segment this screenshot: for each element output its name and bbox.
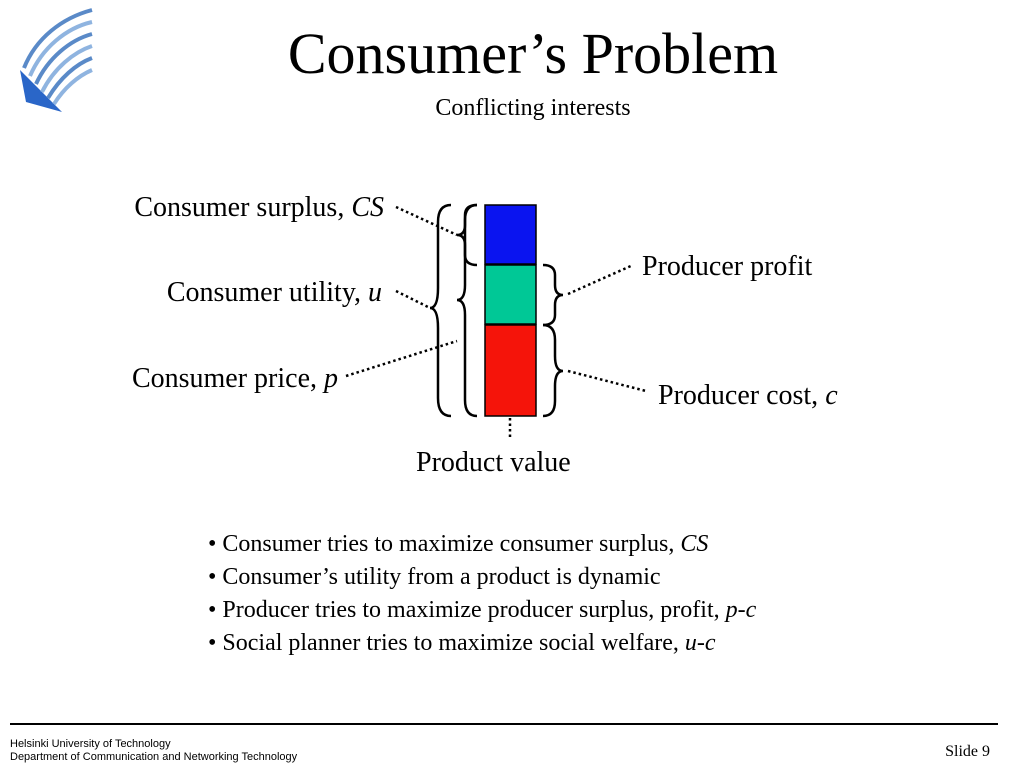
bullet-list: • Consumer tries to maximize consumer su… [208, 528, 756, 660]
leader-consumer-price [345, 339, 458, 378]
university-logo-icon [20, 8, 93, 112]
bullet-item: • Consumer’s utility from a product is d… [208, 564, 661, 590]
footer-department: Department of Communication and Networki… [10, 751, 298, 763]
footer-university: Helsinki University of Technology [10, 738, 171, 750]
label-consumer-utility: Consumer utility, u [166, 277, 382, 308]
label-consumer-surplus: Consumer surplus, CS [134, 192, 384, 223]
leader-producer-profit [567, 263, 634, 296]
brace-consumer-price [456, 203, 478, 418]
brace-producer-profit [542, 263, 564, 327]
label-producer-profit: Producer profit [642, 251, 813, 282]
page-subtitle: Conflicting interests [435, 95, 631, 121]
surplus-segment [484, 204, 537, 265]
leader-consumer-utility [395, 289, 431, 310]
label-product-value: Product value [416, 447, 571, 478]
leader-producer-cost [567, 369, 647, 393]
page-title: Consumer’s Problem [287, 21, 779, 86]
cost-segment [484, 324, 537, 417]
bullet-item: • Producer tries to maximize producer su… [208, 597, 757, 623]
label-producer-cost: Producer cost, c [658, 380, 838, 411]
bullet-item: • Consumer tries to maximize consumer su… [208, 531, 709, 557]
slide-number: Slide 9 [945, 743, 990, 760]
leader-consumer-surplus [395, 205, 458, 237]
footer-divider [10, 723, 998, 725]
profit-segment [484, 264, 537, 325]
brace-producer-cost [542, 323, 564, 418]
label-consumer-price: Consumer price, p [131, 363, 338, 394]
bullet-item: • Social planner tries to maximize socia… [208, 630, 716, 656]
brace-consumer-surplus [456, 203, 478, 267]
brace-consumer-utility [429, 203, 452, 418]
